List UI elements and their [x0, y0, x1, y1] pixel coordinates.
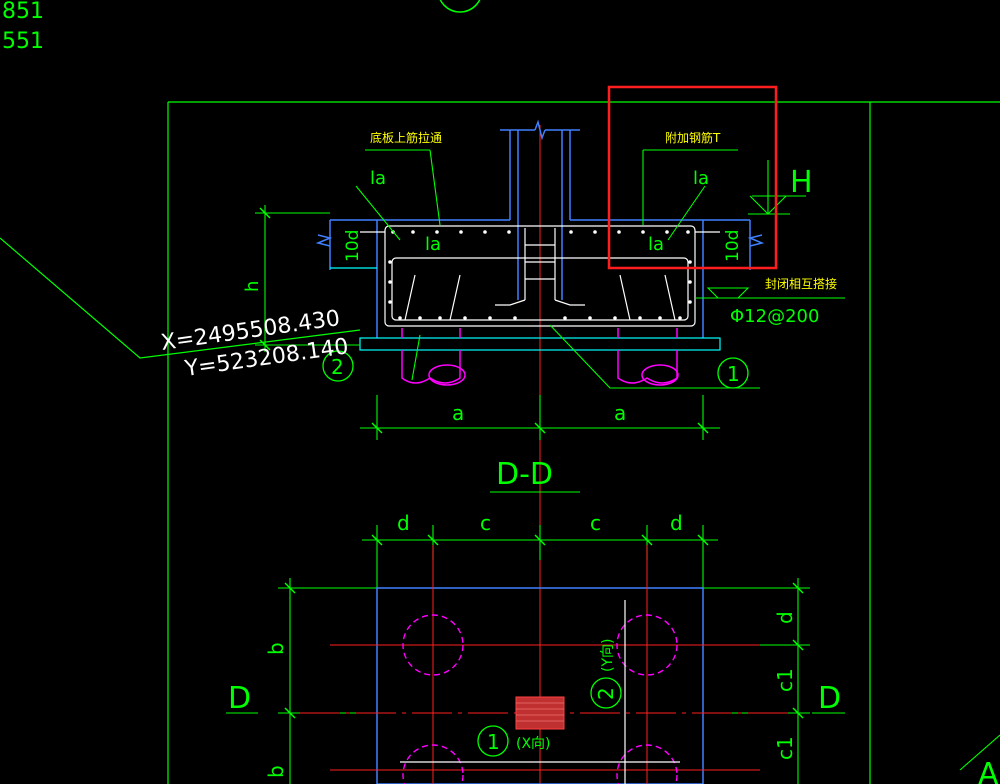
- plan-label-d-left: d: [397, 511, 410, 535]
- column: [315, 119, 765, 338]
- label-la-left-top: la: [370, 168, 386, 189]
- plan-cap-outline: [376, 587, 704, 784]
- plan-label-c-left: c: [480, 511, 491, 535]
- top-circle-partial: [439, 0, 481, 13]
- circle-marker-two-plan: [590, 677, 622, 709]
- label-h-mark: H: [790, 165, 813, 200]
- circle-marker-one-plan-label: 1: [487, 730, 500, 754]
- plan-piles: [402, 614, 678, 784]
- piles-section: [401, 328, 679, 386]
- label-10d-left: 10d: [343, 230, 363, 262]
- circle-marker-one-section-label: 1: [727, 362, 740, 386]
- circle-marker-two-section: [322, 350, 354, 382]
- rebar-dots: [388, 230, 692, 320]
- plan-label-c1-bottom: c1: [773, 736, 797, 760]
- section-title: D-D: [496, 457, 553, 492]
- dimension-lines: [255, 149, 845, 493]
- plan-rebar: [400, 600, 680, 784]
- section-mark-right: D: [818, 681, 841, 716]
- circle-marker-two-section-label: 2: [331, 355, 344, 379]
- section-mark-left: D: [228, 681, 251, 716]
- plan-label-b-bottom: b: [264, 765, 288, 778]
- circle-marker-one-plan: [477, 725, 509, 757]
- label-closed-stirrup: 封闭相互搭接: [765, 276, 837, 291]
- corner-number-top: 851: [2, 0, 44, 24]
- plan-label-y-direction: (Y向): [600, 639, 616, 672]
- label-a-left: a: [452, 401, 464, 425]
- plan-label-d-vertical: d: [773, 611, 797, 624]
- label-additional-rebar: 附加钢筋T: [665, 130, 721, 145]
- circle-marker-two-plan-label: 2: [594, 687, 618, 700]
- corner-number-bottom: 551: [2, 29, 44, 54]
- label-la-left: la: [425, 234, 441, 255]
- coordinate-leader: [0, 237, 361, 359]
- label-bottom-slab-rebar: 底板上筋拉通: [370, 130, 442, 145]
- plan-column: [515, 696, 565, 730]
- label-h-dim: h: [242, 281, 263, 292]
- label-10d-right: 10d: [723, 230, 743, 262]
- plan-dimension-ticks: [284, 534, 804, 719]
- plan-label-d-right: d: [670, 511, 683, 535]
- pile-cap-body: [360, 225, 720, 327]
- edge-marker-a: A: [978, 757, 999, 784]
- label-la-right: la: [648, 234, 664, 255]
- plan-label-c1-top: c1: [773, 668, 797, 692]
- plan-label-x-direction: (X向): [516, 736, 551, 752]
- highlight-box[interactable]: [607, 85, 778, 270]
- plan-label-c-right: c: [590, 511, 601, 535]
- circle-marker-one-section: [717, 357, 749, 389]
- plan-label-b-top: b: [264, 642, 288, 655]
- sheet-frame: [167, 101, 1000, 784]
- plan-column-hatch: [516, 702, 564, 722]
- label-la-right-top: la: [693, 168, 709, 189]
- label-a-right: a: [614, 401, 626, 425]
- label-stirrup-spec: Φ12@200: [730, 306, 819, 327]
- dimension-ticks: [259, 207, 709, 434]
